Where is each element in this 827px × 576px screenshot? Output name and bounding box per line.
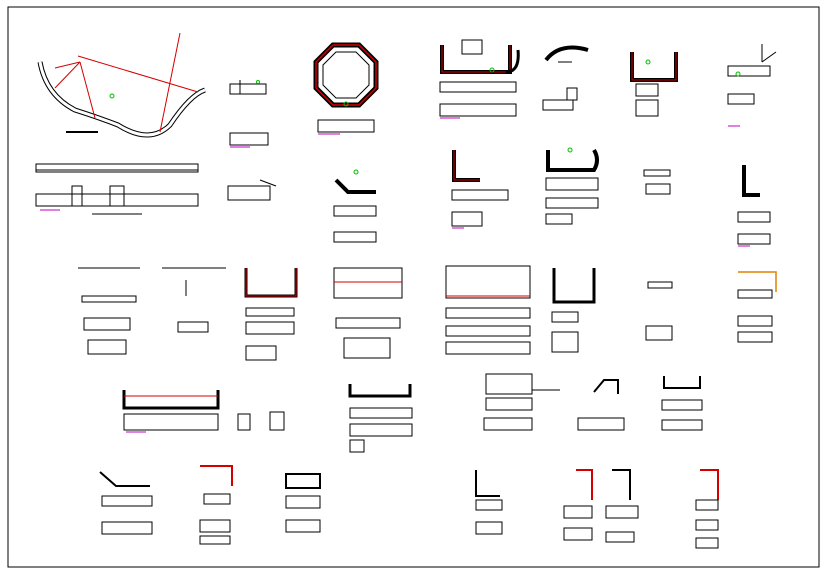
bench-section-2 bbox=[227, 179, 277, 201]
corner-wall-detail-4 bbox=[605, 469, 639, 543]
planter-bench-group-2 bbox=[162, 267, 226, 333]
raised-bench-detail bbox=[661, 376, 703, 431]
rounded-bench bbox=[545, 147, 599, 225]
angled-planter-detail bbox=[99, 471, 153, 535]
long-planter-elevation bbox=[333, 267, 403, 359]
corner-wall-detail-3 bbox=[563, 469, 593, 541]
corner-wall-detail-5 bbox=[695, 469, 719, 549]
wide-planter-elevation bbox=[445, 265, 531, 355]
long-facade-elevation bbox=[35, 163, 199, 215]
curved-seating-plan bbox=[37, 32, 206, 138]
sheet-border bbox=[7, 6, 820, 568]
corner-wall-detail-2 bbox=[475, 470, 503, 535]
small-planter-detail bbox=[645, 281, 673, 341]
corner-bench-plan bbox=[630, 52, 678, 117]
straight-bench-elevation bbox=[727, 44, 777, 127]
planter-box-detail bbox=[285, 473, 321, 533]
corner-planter-detail bbox=[737, 271, 777, 343]
u-planter-plan bbox=[551, 268, 596, 353]
long-bench-elevation bbox=[122, 390, 220, 433]
corner-seat-elevation bbox=[737, 165, 771, 247]
planter-bench-group-1 bbox=[78, 267, 140, 355]
l-shape-bench bbox=[451, 150, 509, 229]
planter-bench-group-3 bbox=[244, 268, 298, 361]
small-bench-detail bbox=[643, 169, 671, 195]
u-shape-seating bbox=[439, 39, 520, 119]
angled-bench bbox=[333, 169, 377, 243]
arc-bench bbox=[542, 45, 589, 111]
ramp-bench-detail bbox=[577, 379, 625, 431]
corner-wall-detail-1 bbox=[199, 465, 233, 545]
octagon-seating-plan bbox=[313, 42, 379, 135]
bench-end-detail bbox=[237, 411, 285, 431]
stage-elevation bbox=[483, 373, 560, 431]
seat-wall-section bbox=[348, 384, 413, 453]
bench-elevation-1 bbox=[229, 80, 269, 148]
